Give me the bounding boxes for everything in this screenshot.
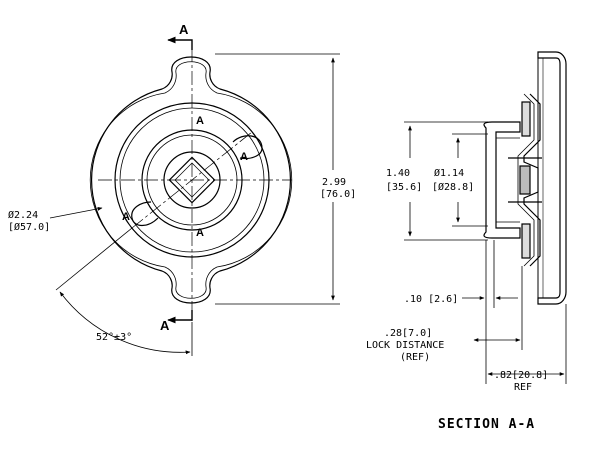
height-value: 2.99 — [322, 177, 346, 188]
section-letter-lower-mid: A — [196, 227, 204, 239]
gap-value: .10 [2.6] — [404, 294, 458, 305]
section-caption: SECTION A-A — [438, 417, 535, 432]
cap-outline — [91, 56, 291, 304]
inner-diameter-value: Ø1.14 — [434, 167, 464, 179]
lock-distance-value: .28[7.0] — [384, 328, 432, 339]
diagonal-section-line — [131, 131, 253, 229]
lock-distance-label: LOCK DISTANCE — [366, 340, 444, 351]
gasket-bottom — [521, 223, 531, 259]
outer-ring — [114, 102, 270, 258]
inner-neck — [483, 121, 521, 239]
gasket-top — [521, 101, 531, 137]
cap-outline-inner — [89, 61, 293, 299]
outer-height-value-mm: [35.6] — [386, 182, 422, 193]
section-dimensions — [404, 121, 567, 384]
diameter-value-mm: [Ø57.0] — [8, 221, 50, 233]
overall-depth-value: .82[20.8] — [494, 370, 548, 381]
angle-value: 52°±3° — [96, 332, 132, 343]
section-letter-upper-mid: A — [196, 115, 204, 127]
seal-ring-inner — [146, 134, 238, 226]
lug-lower-left — [131, 201, 159, 227]
seal-ring — [141, 129, 243, 231]
diameter-value: Ø2.24 — [8, 209, 38, 221]
valve-stem — [519, 165, 531, 195]
section-letter-top: A — [179, 22, 189, 37]
height-dimension — [215, 53, 340, 305]
front-view — [89, 48, 293, 322]
section-letter-right: A — [240, 151, 248, 163]
spring-plate — [523, 93, 541, 267]
diameter-leader — [49, 206, 103, 219]
outer-ring-inner — [119, 107, 265, 253]
outer-height-value: 1.40 — [386, 168, 410, 179]
height-value-mm: [76.0] — [320, 189, 356, 200]
section-letter-bottom: A — [160, 318, 170, 333]
hub — [163, 151, 221, 209]
inner-diameter-value-mm: [Ø28.8] — [432, 181, 474, 193]
angle-dimension — [55, 227, 193, 356]
center-lines — [98, 48, 292, 322]
spring-plate-2 — [517, 93, 535, 267]
lock-distance-ref: (REF) — [400, 352, 430, 363]
lug-upper-right — [232, 135, 263, 160]
square-drive-inner — [174, 162, 210, 198]
section-letter-left: A — [122, 211, 130, 223]
square-drive — [168, 156, 216, 204]
section-view — [483, 51, 567, 305]
cap-shell — [537, 51, 567, 305]
overall-depth-ref: REF — [514, 382, 532, 393]
